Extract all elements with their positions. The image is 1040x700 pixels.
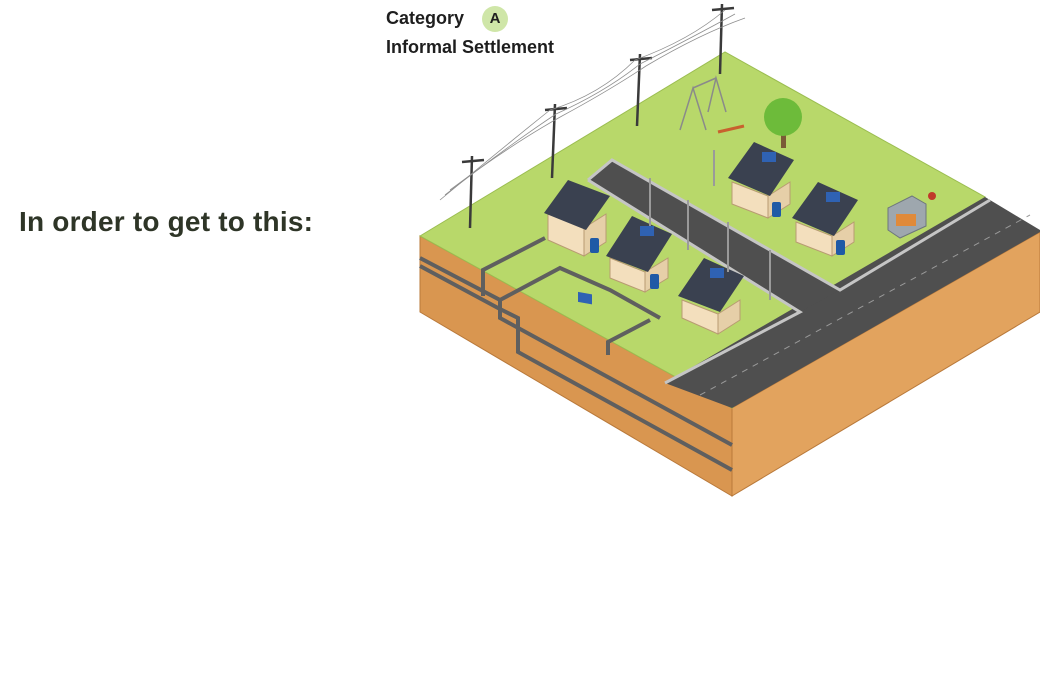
pole-1 bbox=[468, 155, 474, 229]
pole-3-arm bbox=[629, 56, 653, 62]
underground-pipes bbox=[419, 236, 733, 472]
pole-2-arm bbox=[544, 106, 568, 112]
water-tank-5 bbox=[836, 240, 845, 255]
road-main bbox=[665, 197, 1040, 408]
box-panel bbox=[896, 214, 916, 226]
house-4-roof bbox=[728, 142, 794, 196]
house-3-wall-side bbox=[717, 299, 741, 335]
power-line-3 bbox=[449, 17, 746, 191]
house-2-roof bbox=[606, 216, 672, 272]
playground-icon bbox=[679, 75, 745, 134]
tree-icon bbox=[764, 98, 802, 148]
tree-trunk bbox=[781, 128, 786, 148]
house-3-solar bbox=[710, 268, 724, 278]
road-curb bbox=[587, 158, 991, 292]
road-curb-lower bbox=[587, 178, 804, 385]
seesaw bbox=[717, 124, 745, 134]
pipe-surface-3 bbox=[606, 318, 651, 355]
house-4 bbox=[728, 142, 794, 219]
house-5-solar bbox=[826, 192, 840, 202]
pipe-surface bbox=[481, 236, 546, 296]
box-sign bbox=[928, 192, 936, 200]
category-label: Category bbox=[386, 8, 465, 28]
pole-2 bbox=[550, 103, 557, 179]
house-1-roof bbox=[544, 180, 610, 230]
pipe-lower bbox=[419, 264, 733, 472]
house-2-solar bbox=[640, 226, 654, 236]
electrical-box-icon bbox=[887, 192, 936, 239]
water-tank-1 bbox=[590, 238, 599, 253]
house-4-solar bbox=[762, 152, 776, 162]
water-tank-2 bbox=[650, 274, 659, 289]
house-5-roof bbox=[792, 182, 858, 236]
house-5 bbox=[792, 182, 858, 257]
power-line-2 bbox=[444, 13, 736, 196]
pole-4-arm bbox=[711, 6, 735, 12]
road-dash bbox=[699, 214, 1031, 396]
slide-heading: In order to get to this: bbox=[19, 206, 314, 237]
water-tank-4 bbox=[772, 202, 781, 217]
house-1-solar bbox=[578, 291, 592, 305]
power-pole-icon bbox=[461, 3, 735, 229]
power-line-1 bbox=[439, 9, 726, 201]
swing-bar bbox=[692, 77, 717, 89]
street-lamp-icon bbox=[649, 150, 771, 300]
power-lines bbox=[439, 9, 746, 201]
pole-4 bbox=[718, 3, 724, 75]
settlement-subtitle: Informal Settlement bbox=[386, 37, 555, 57]
house-1 bbox=[544, 180, 610, 305]
pipe-surface-2 bbox=[499, 265, 661, 320]
pole-3 bbox=[635, 53, 642, 127]
tree-crown bbox=[764, 98, 802, 136]
category-badge: A bbox=[482, 6, 508, 32]
house-2 bbox=[606, 216, 672, 293]
pole-1-arm bbox=[461, 158, 485, 164]
